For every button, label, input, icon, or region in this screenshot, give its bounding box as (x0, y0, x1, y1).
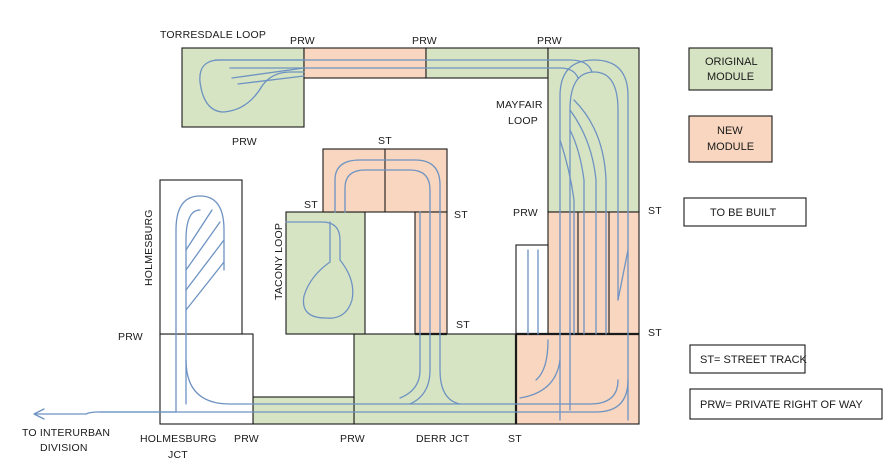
holmesburg-spur-2 (185, 221, 221, 271)
interurban-arrow (33, 408, 45, 420)
legend-prw-def: PRW= PRIVATE RIGHT OF WAY (700, 399, 863, 411)
mayfair-loop (559, 59, 629, 421)
diagram-labels: TORRESDALE LOOP PRW PRW PRW PRW MAYFAIR … (22, 29, 662, 461)
mayfair-fan-2 (569, 109, 597, 335)
label-interurban-2: DIVISION (40, 442, 88, 454)
holmesburg-loop (175, 195, 225, 413)
module-derr-jct (353, 333, 517, 425)
br-curve-4 (535, 339, 549, 381)
module-bottom-strip (252, 396, 355, 425)
holmesburg-spur-4 (185, 261, 225, 311)
br-curve-3 (519, 359, 561, 399)
torresdale-loop (199, 59, 305, 113)
center-loop-inner-2 (399, 211, 421, 399)
module-torresdale-loop (181, 47, 305, 128)
label-st-tacony: ST (304, 199, 318, 211)
torresdale-spur-2 (237, 75, 305, 85)
legend-original-2: MODULE (707, 71, 754, 83)
label-mayfair-1: MAYFAIR (496, 99, 543, 111)
modules (159, 47, 640, 425)
br-curve-1 (99, 379, 629, 413)
tacony-loop (285, 221, 354, 319)
label-prw-holmesburg: PRW (118, 331, 143, 343)
label-prw-mayfair: PRW (513, 207, 538, 219)
mayfair-fan-4 (559, 139, 575, 335)
label-st-column-bottom: ST (456, 319, 470, 331)
label-mayfair-2: LOOP (508, 115, 538, 127)
module-mayfair-lower-new (547, 211, 640, 335)
label-st-right-mid: ST (648, 327, 662, 339)
track-top-1 (214, 59, 593, 73)
label-holmesburg: HOLMESBURG (143, 209, 155, 286)
legend: ORIGINAL MODULE NEW MODULE TO BE BUILT S… (683, 47, 883, 420)
label-torresdale-loop: TORRESDALE LOOP (160, 29, 266, 41)
center-loop-outer (334, 159, 461, 405)
interurban-line (35, 411, 177, 415)
mayfair-fan-1 (569, 129, 585, 335)
legend-box-st (689, 344, 806, 374)
legend-st-def: ST= STREET TRACK (700, 354, 808, 366)
holmesburg-jct-curve (185, 359, 431, 405)
holmesburg-spur-3 (185, 239, 225, 291)
label-interurban-1: TO INTERURBAN (22, 427, 110, 439)
label-prw-top-2: PRW (412, 35, 437, 47)
legend-original-1: ORIGINAL (705, 56, 758, 68)
label-prw-bottom-1: PRW (234, 433, 259, 445)
label-st-column-top: ST (454, 209, 468, 221)
legend-swatch-to-be-built (683, 197, 807, 227)
label-derr-jct: DERR JCT (416, 433, 470, 445)
track-lines (33, 59, 629, 421)
label-st-mayfair-right: ST (648, 205, 662, 217)
track-top-2 (229, 67, 579, 79)
legend-swatch-new (688, 115, 773, 163)
legend-swatch-original (688, 47, 773, 91)
label-prw-top-3: PRW (537, 35, 562, 47)
mayfair-fan-3 (573, 99, 607, 335)
legend-new-2: MODULE (707, 141, 754, 153)
module-holmesburg-jct (159, 333, 254, 425)
label-prw-bottom-2: PRW (340, 433, 365, 445)
mayfair-spur (617, 249, 629, 301)
label-holmesburg-jct-2: JCT (168, 449, 188, 461)
label-st-bottom: ST (508, 433, 522, 445)
label-prw-torresdale: PRW (232, 136, 257, 148)
module-top-original (425, 47, 549, 79)
label-tacony-loop: TACONY LOOP (273, 223, 285, 300)
legend-box-prw (689, 388, 883, 420)
br-curve-2 (429, 379, 619, 405)
holmesburg-inner (185, 209, 201, 405)
center-loop-inner (344, 169, 431, 405)
mayfair-inner-1 (569, 71, 619, 411)
holmesburg-spur-1 (185, 209, 213, 251)
legend-new-1: NEW (717, 125, 743, 137)
module-bottom-right-new (515, 333, 640, 425)
label-prw-top-1: PRW (290, 35, 315, 47)
module-top-new (303, 47, 427, 79)
module-tacony-loop (285, 211, 366, 335)
torresdale-spur-1 (231, 67, 305, 79)
label-st-center-top: ST (378, 135, 392, 147)
label-holmesburg-jct-1: HOLMESBURG (140, 433, 217, 445)
module-holmesburg (159, 179, 243, 335)
legend-to-be-built: TO BE BUILT (710, 207, 777, 219)
module-to-be-built-strip (515, 244, 549, 335)
